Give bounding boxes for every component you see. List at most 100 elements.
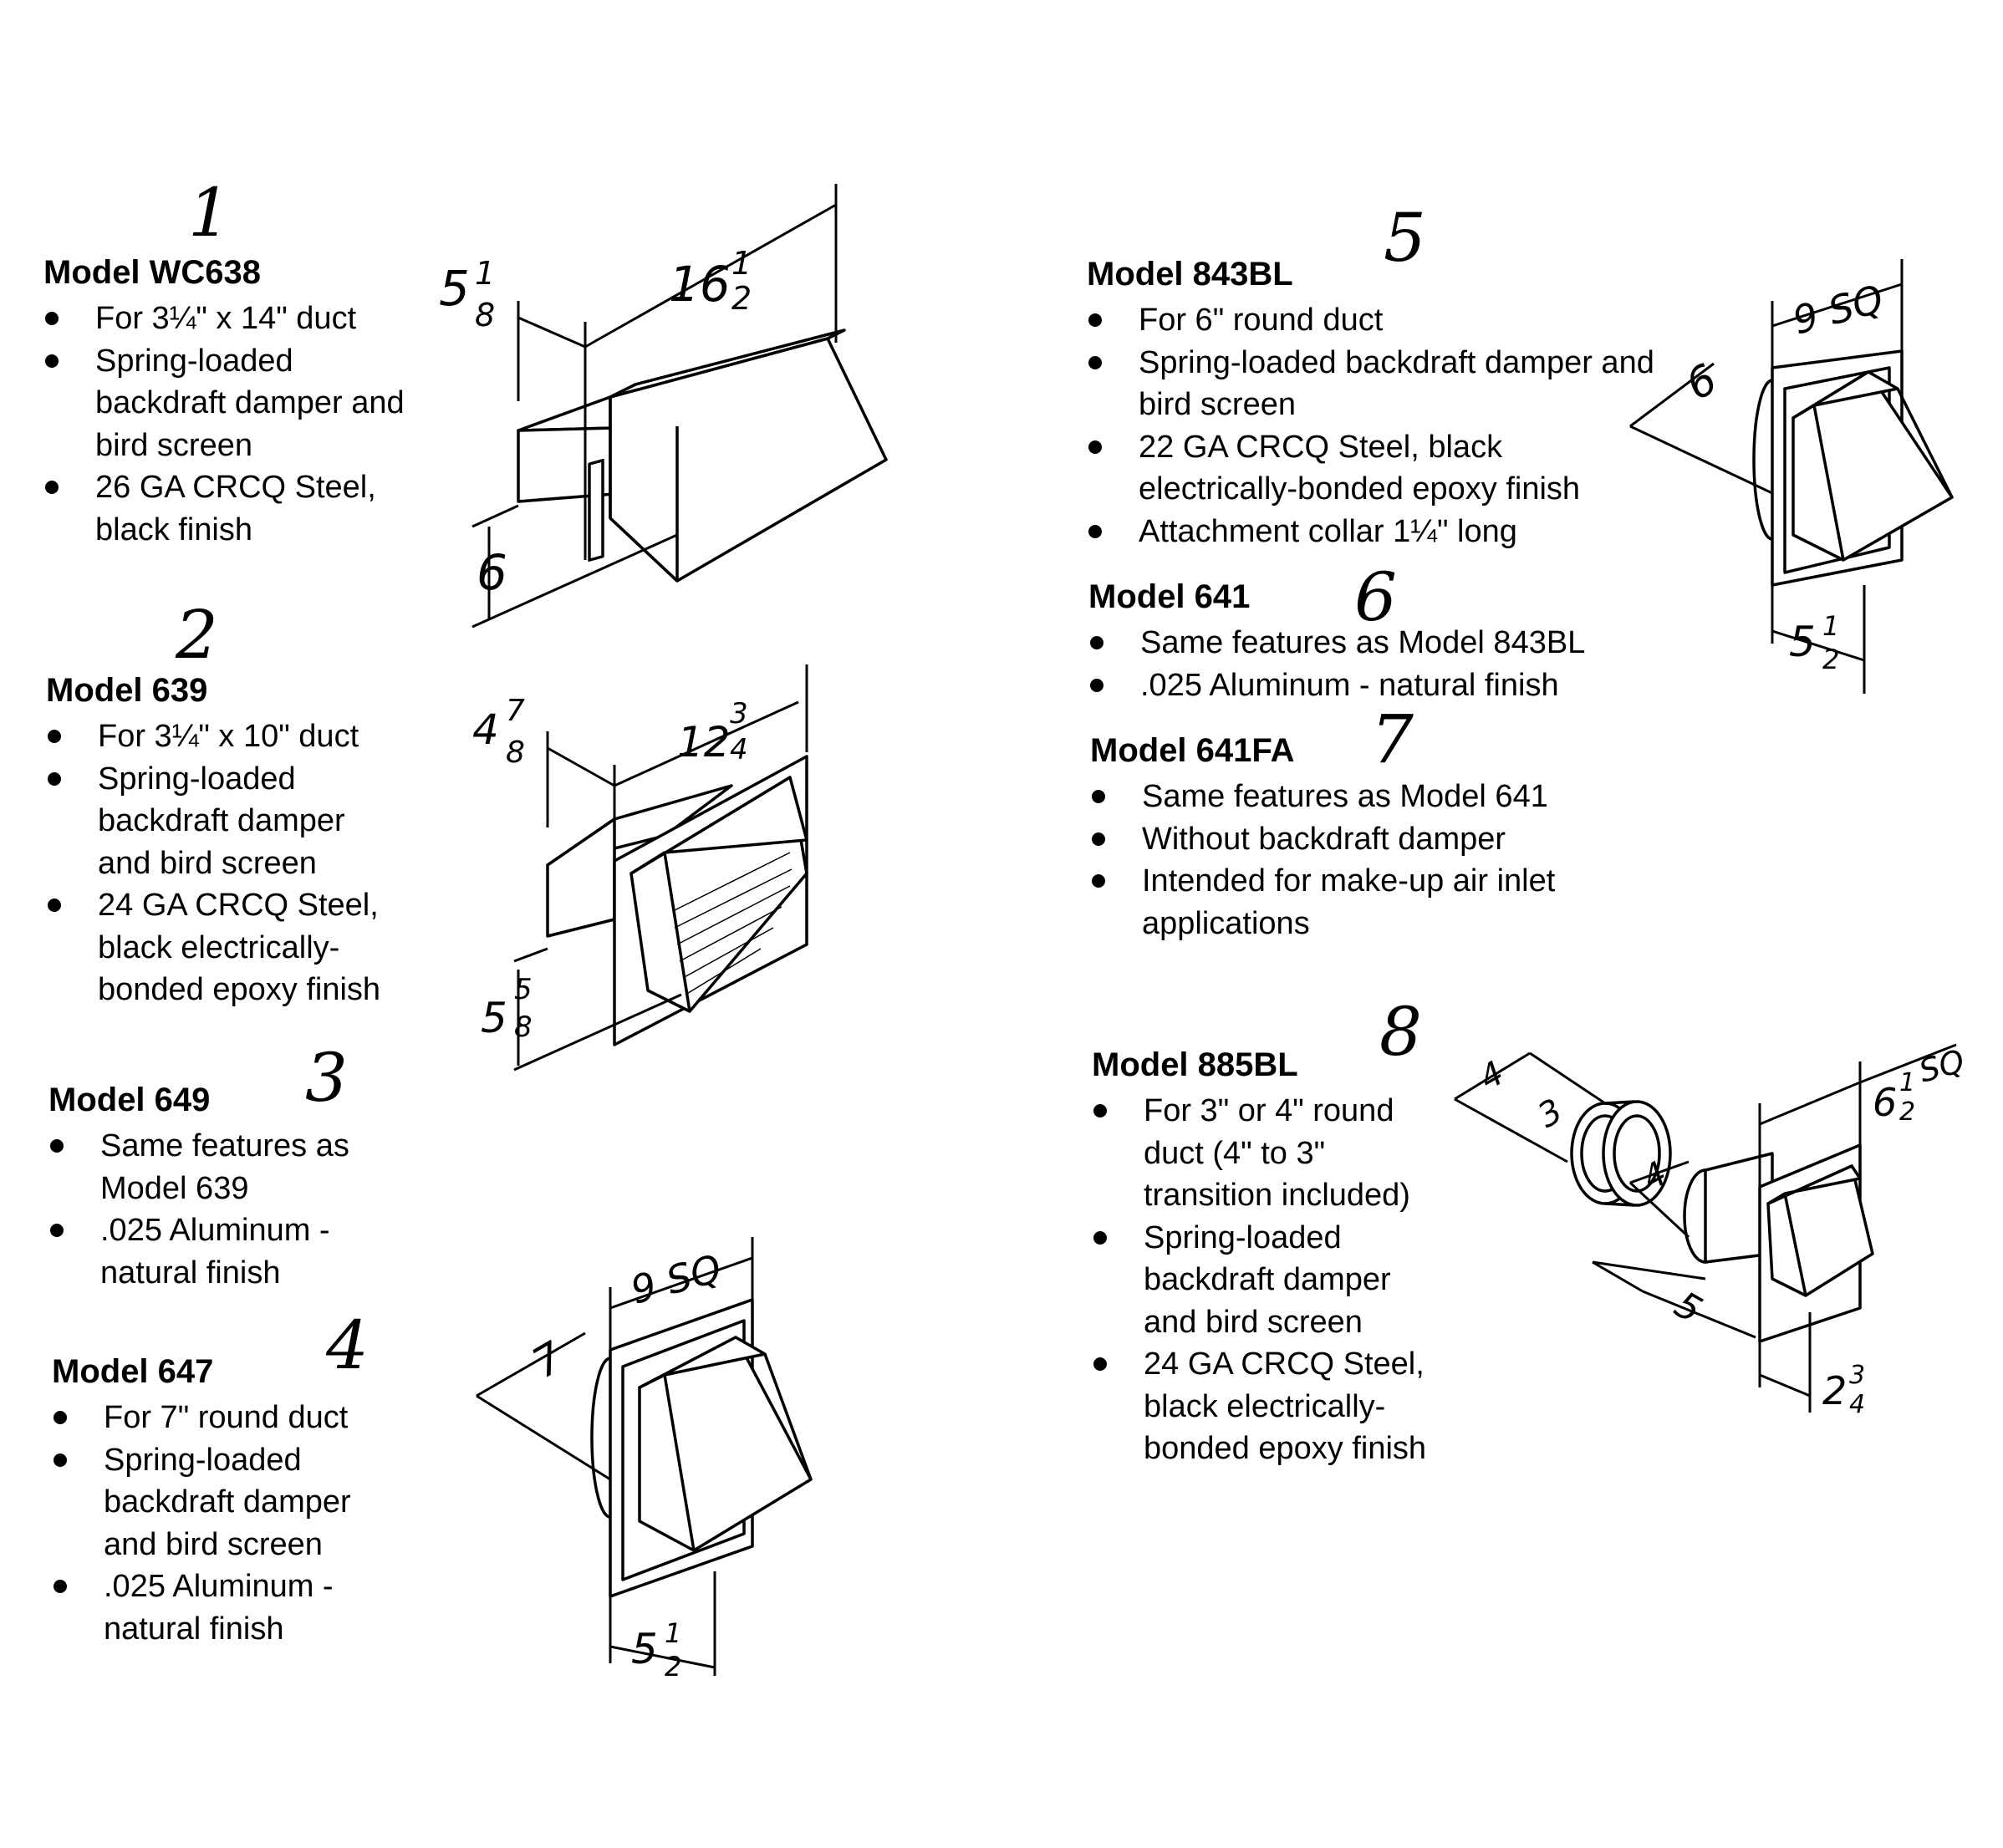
- wc638-height-whole: 5: [439, 260, 470, 317]
- m885-hood-illustration: [1683, 1143, 1874, 1343]
- wc638-length-frac-den: 2: [731, 280, 752, 317]
- m843-square: 9 SQ: [1788, 276, 1888, 343]
- model-title: Model 885BL: [1092, 1046, 1298, 1083]
- handwritten-number-2: 2: [176, 596, 218, 674]
- m843-diameter: 6: [1678, 354, 1725, 410]
- m843-depth-frac-den: 2: [1822, 644, 1839, 675]
- model-title: Model 641FA: [1090, 732, 1295, 769]
- model-title: Model WC638: [43, 254, 262, 291]
- m639-height-whole: 4: [472, 705, 499, 754]
- wc638-height-frac-den: 8: [475, 297, 495, 333]
- wc638-dimension-lines: [471, 184, 838, 629]
- m885-depth-frac-den: 4: [1849, 1390, 1865, 1419]
- m885-square-unit: SQ: [1915, 1042, 1969, 1089]
- m647-depth-frac-num: 1: [665, 1617, 681, 1649]
- feature-item: Same features as Model 641: [1090, 776, 1659, 818]
- m639-drawing: 4 7 8 12 3 4 5 5 8: [472, 664, 808, 1072]
- model-wc638-block: Model WC638 For 3¼" x 14" duct Spring-lo…: [43, 251, 411, 551]
- wc638-drawing: 5 1 8 16 1 2 6: [439, 184, 888, 629]
- model-title: Model 639: [46, 672, 208, 709]
- m639-height-frac-den: 8: [506, 736, 525, 770]
- m639-length-frac-den: 4: [730, 733, 748, 766]
- handwritten-number-1: 1: [188, 174, 231, 252]
- m885-transition-collar: [1570, 1100, 1672, 1207]
- m885-collar-inner: 3: [1532, 1092, 1569, 1136]
- feature-item: Spring-loaded backdraft damper and bird …: [52, 1439, 403, 1566]
- m843-depth-whole: 5: [1789, 618, 1816, 666]
- feature-item: Spring-loaded backdraft damper and bird …: [1087, 342, 1655, 426]
- feature-item: Spring-loaded backdraft damper and bird …: [46, 758, 401, 885]
- m885-depth-frac-num: 3: [1849, 1361, 1865, 1390]
- m639-height-frac-num: 7: [506, 694, 525, 728]
- handwritten-number-4: 4: [326, 1306, 369, 1384]
- feature-item: Intended for make-up air inlet applicati…: [1090, 860, 1659, 944]
- m639-length-frac-num: 3: [730, 697, 748, 731]
- m843-hood-illustration: [1752, 349, 1954, 587]
- m639-depth-frac-num: 5: [514, 973, 533, 1006]
- model-885bl-block: Model 885BL For 3" or 4" round duct (4" …: [1092, 1043, 1443, 1470]
- m647-hood-illustration: [590, 1298, 813, 1598]
- feature-item: .025 Aluminum - natural finish: [48, 1209, 400, 1294]
- feature-item: Spring-loaded backdraft damper and bird …: [43, 340, 411, 467]
- m885-length: 5: [1668, 1283, 1710, 1331]
- model-649-block: Model 649 Same features as Model 639 .02…: [48, 1078, 400, 1294]
- model-641-block: Model 641 Same features as Model 843BL .…: [1088, 575, 1657, 706]
- m885-square-frac-num: 1: [1899, 1068, 1915, 1097]
- m647-drawing: 7 9 SQ 5 1 2: [476, 1237, 813, 1683]
- m843-depth-frac-num: 1: [1822, 610, 1839, 642]
- model-title: Model 843BL: [1087, 256, 1293, 293]
- feature-item: Same features as Model 843BL: [1088, 622, 1657, 664]
- m647-diameter: 7: [524, 1332, 572, 1387]
- m885-square-frac-den: 2: [1899, 1097, 1915, 1127]
- model-title: Model 649: [48, 1082, 211, 1118]
- model-641fa-block: Model 641FA Same features as Model 641 W…: [1090, 729, 1659, 944]
- handwritten-number-3: 3: [305, 1039, 348, 1117]
- m885-dimension-lines: [1454, 1043, 1957, 1413]
- model-title: Model 641: [1088, 578, 1251, 615]
- m885-depth-whole: 2: [1822, 1368, 1847, 1413]
- feature-item: 22 GA CRCQ Steel, black electrically-bon…: [1087, 426, 1655, 511]
- feature-item: 24 GA CRCQ Steel, black electrically-bon…: [46, 884, 401, 1011]
- feature-item: Same features as Model 639: [48, 1125, 400, 1209]
- wc638-length-frac-num: 1: [731, 245, 752, 282]
- handwritten-number-7: 7: [1371, 700, 1414, 778]
- m647-depth-whole: 5: [631, 1625, 658, 1673]
- m639-hood-illustration: [546, 755, 808, 1046]
- m647-depth-frac-den: 2: [665, 1651, 681, 1683]
- m885-drawing: 4 3 4 5 6 1 2 SQ 2 3 4: [1454, 1042, 1969, 1419]
- feature-item: 26 GA CRCQ Steel, black finish: [43, 466, 411, 551]
- feature-item: For 3" or 4" round duct (4" to 3" transi…: [1092, 1090, 1443, 1217]
- feature-item: For 7" round duct: [52, 1397, 403, 1439]
- m843-dimension-lines: [1629, 259, 1904, 694]
- feature-item: .025 Aluminum - natural finish: [52, 1565, 403, 1650]
- wc638-hood-illustration: [517, 328, 888, 583]
- model-title: Model 647: [52, 1353, 214, 1390]
- feature-item: Without backdraft damper: [1090, 818, 1659, 861]
- m843-drawing: 6 9 SQ 5 1 2: [1629, 259, 1954, 694]
- feature-item: Attachment collar 1¼" long: [1087, 511, 1655, 553]
- model-647-block: Model 647 For 7" round duct Spring-loade…: [52, 1350, 403, 1650]
- wc638-depth: 6: [477, 544, 507, 601]
- feature-item: For 3¼" x 10" duct: [46, 715, 401, 758]
- m639-dimension-lines: [513, 664, 808, 1072]
- wc638-height-frac-num: 1: [475, 255, 495, 292]
- feature-item: .025 Aluminum - natural finish: [1088, 664, 1657, 707]
- wc638-length-whole: 16: [669, 256, 731, 313]
- m885-collar-outer: 4: [1473, 1054, 1511, 1098]
- model-843bl-block: Model 843BL For 6" round duct Spring-loa…: [1087, 252, 1655, 552]
- feature-item: 24 GA CRCQ Steel, black electrically-bon…: [1092, 1343, 1443, 1470]
- m639-depth-frac-den: 8: [514, 1011, 533, 1044]
- feature-item: Spring-loaded backdraft damper and bird …: [1092, 1217, 1443, 1344]
- feature-item: For 6" round duct: [1087, 299, 1655, 342]
- m647-dimension-lines: [476, 1237, 754, 1676]
- m639-length-whole: 12: [677, 718, 731, 766]
- handwritten-number-8: 8: [1379, 993, 1422, 1071]
- model-639-block: Model 639 For 3¼" x 10" duct Spring-load…: [46, 669, 401, 1011]
- m885-square-whole: 6: [1873, 1080, 1897, 1125]
- feature-item: For 3¼" x 14" duct: [43, 298, 411, 340]
- m639-depth-whole: 5: [481, 994, 507, 1042]
- m647-square: 9 SQ: [626, 1245, 726, 1312]
- handwritten-number-6: 6: [1354, 558, 1397, 636]
- handwritten-number-5: 5: [1384, 199, 1426, 277]
